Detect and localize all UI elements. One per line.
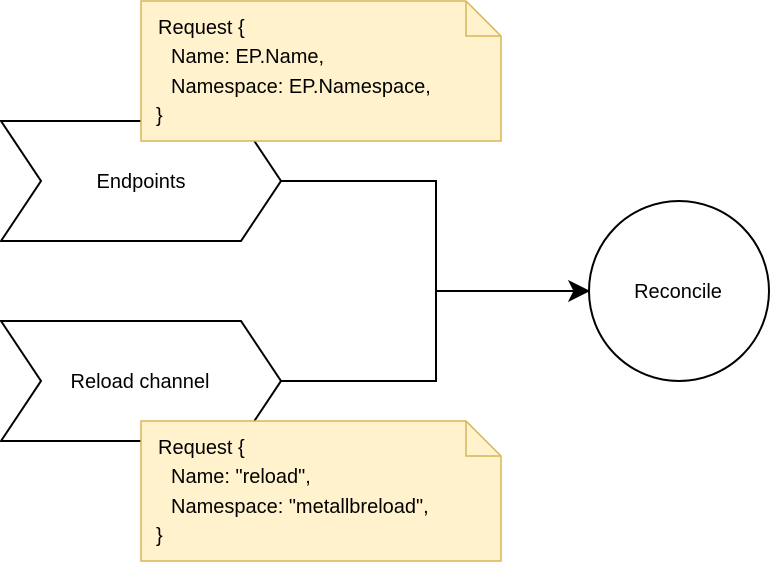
reconcile-label: Reconcile: [634, 281, 722, 303]
reconcile-circle-shape: [588, 200, 770, 382]
connector-reload-to-junction: [281, 291, 437, 382]
reload-request-note[interactable]: Request { Name: "reload", Namespace: "me…: [140, 420, 502, 562]
reload-note-line-3: Namespace: "metallbreload",: [171, 496, 429, 518]
note-body-shape: [140, 420, 502, 562]
endpoints-label: Endpoints: [97, 171, 186, 193]
endpoints-note-line-4: }: [156, 105, 163, 127]
endpoints-note-line-2: Name: EP.Name,: [171, 46, 324, 68]
arrowhead-icon: [567, 279, 591, 303]
reconcile-node[interactable]: Reconcile: [588, 200, 770, 382]
reload-note-line-1: Request {: [158, 437, 245, 459]
reload-note-line-2: Name: "reload",: [171, 466, 311, 488]
endpoints-request-note[interactable]: Request { Name: EP.Name, Namespace: EP.N…: [140, 0, 502, 142]
note-fold-icon: [465, 1, 501, 37]
note-body-shape: [140, 0, 502, 142]
endpoints-note-line-1: Request {: [158, 17, 245, 39]
reload-channel-label: Reload channel: [71, 371, 210, 393]
note-fold-icon: [465, 421, 501, 457]
endpoints-note-line-3: Namespace: EP.Namespace,: [171, 76, 431, 98]
reload-note-line-4: }: [156, 525, 163, 547]
reload-channel-node[interactable]: Reload channel: [0, 320, 283, 442]
connector-endpoints-to-junction: [281, 180, 437, 291]
endpoints-node[interactable]: Endpoints: [0, 120, 283, 242]
